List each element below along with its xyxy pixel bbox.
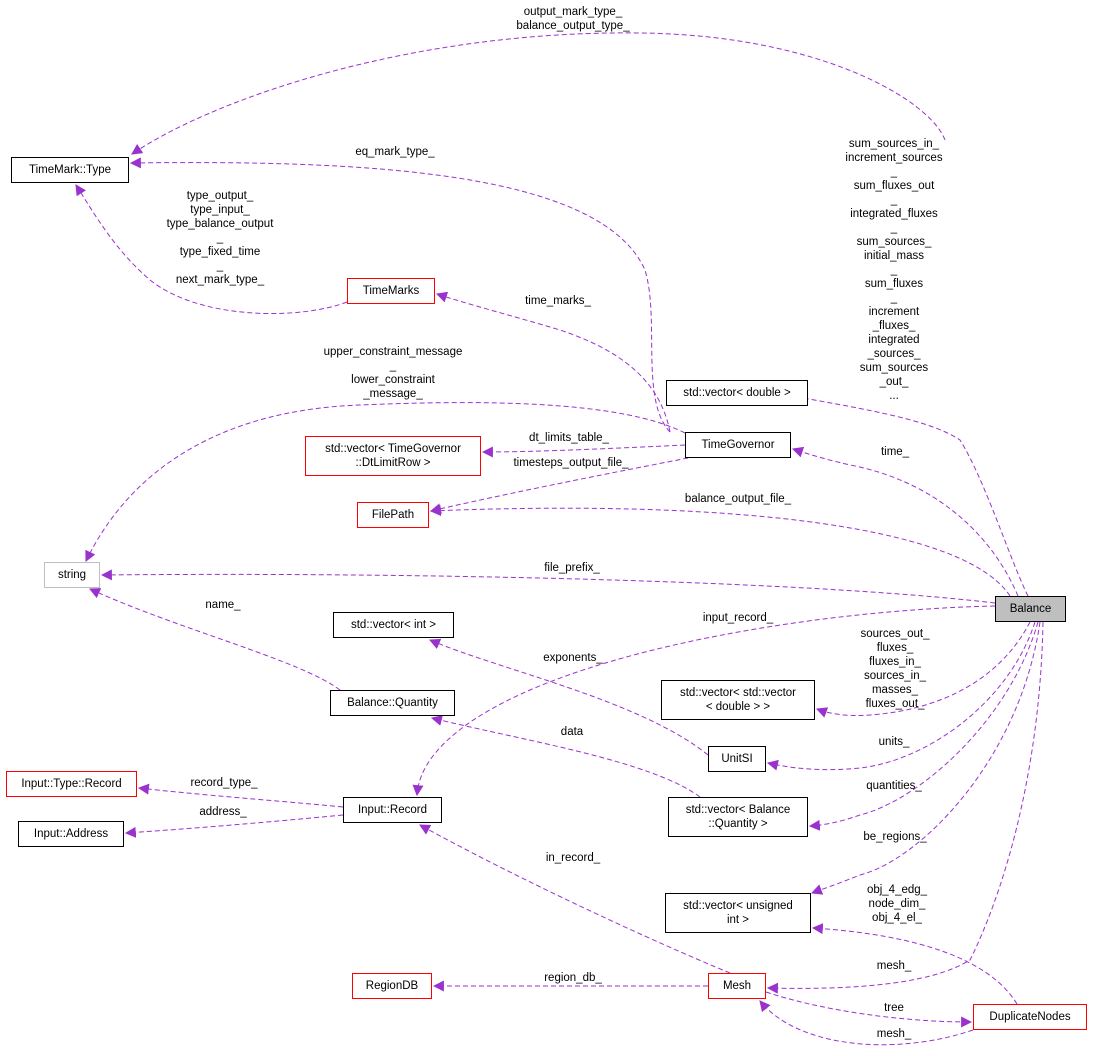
- edge-obj-4-edg: [811, 923, 1018, 1005]
- edge-input-record: [412, 605, 996, 797]
- node-label: std::vector< double >: [683, 387, 791, 399]
- edge-label-obj-4-edg: obj_4_edg_ node_dim_ obj_4_el_: [866, 884, 928, 924]
- node-regiondb[interactable]: RegionDB: [352, 973, 432, 999]
- node-label: DuplicateNodes: [989, 1011, 1071, 1023]
- node-label: Input::Type::Record: [21, 778, 122, 790]
- node-vector-dtlimitrow[interactable]: std::vector< TimeGovernor ::DtLimitRow >: [305, 436, 481, 476]
- node-vector-int[interactable]: std::vector< int >: [333, 612, 454, 638]
- edge-label-record-type: record_type_: [190, 777, 258, 789]
- edge-label-eq-mark-type: eq_mark_type_: [355, 146, 435, 158]
- edge-label-be-regions: be_regions_: [863, 831, 927, 843]
- node-label: Balance: [1009, 603, 1052, 615]
- edge-label-dt-limits-table: dt_limits_table_: [529, 432, 609, 444]
- node-label: std::vector< std::vector < double > >: [679, 687, 796, 713]
- edge-eq-mark-type: [129, 157, 671, 433]
- edge-label-units: units_: [878, 736, 910, 748]
- node-input-record[interactable]: Input::Record: [343, 797, 442, 823]
- node-label: TimeGovernor: [701, 439, 775, 451]
- node-label: std::vector< int >: [350, 619, 436, 631]
- node-vector-unsigned-int[interactable]: std::vector< unsigned int >: [665, 893, 811, 933]
- edge-label-mesh-1: mesh_: [876, 960, 912, 972]
- edge-label-file-prefix: file_prefix_: [544, 562, 600, 574]
- edge-label-address: address_: [199, 806, 247, 818]
- node-label: UnitSI: [721, 753, 753, 765]
- node-label: Input::Address: [33, 828, 109, 840]
- edge-label-mesh-2: mesh_: [876, 1028, 912, 1040]
- node-label: std::vector< TimeGovernor ::DtLimitRow >: [325, 443, 461, 469]
- node-input-type-record[interactable]: Input::Type::Record: [6, 771, 137, 797]
- edge-sources-out: [815, 621, 1031, 718]
- node-balance-quantity[interactable]: Balance::Quantity: [330, 690, 455, 716]
- node-label: string: [57, 569, 87, 581]
- edge-label-exponents: exponents_: [543, 652, 603, 664]
- edge-mesh-2: [759, 1000, 974, 1046]
- node-string[interactable]: string: [44, 562, 100, 588]
- node-vector-double[interactable]: std::vector< double >: [666, 380, 808, 406]
- node-mesh[interactable]: Mesh: [708, 973, 766, 999]
- node-label: FilePath: [371, 509, 415, 521]
- node-label: Mesh: [722, 980, 752, 992]
- edge-type-output: [75, 184, 348, 315]
- node-vector-balance-quantity[interactable]: std::vector< Balance ::Quantity >: [668, 797, 808, 837]
- edge-be-regions: [810, 621, 1041, 895]
- edge-timesteps-output-file: [429, 457, 689, 515]
- node-timegovernor[interactable]: TimeGovernor: [685, 432, 791, 458]
- edge-file-prefix: [100, 569, 996, 604]
- edge-label-time-marks: time_marks_: [525, 295, 591, 307]
- node-label: RegionDB: [365, 980, 419, 992]
- edge-label-time: time_: [880, 446, 910, 458]
- edge-label-quantities: quantities_: [866, 780, 922, 792]
- edge-address: [124, 814, 344, 838]
- edge-label-sources-out: sources_out_ fluxes_ fluxes_in_ sources_…: [860, 628, 930, 710]
- node-label: TimeMarks: [362, 285, 420, 297]
- edge-constraint-message: [85, 402, 686, 562]
- edge-balance-output-file: [429, 505, 1011, 597]
- edge-tree: [765, 991, 973, 1028]
- node-timemarks[interactable]: TimeMarks: [347, 278, 435, 304]
- node-unitsi[interactable]: UnitSI: [708, 746, 766, 772]
- node-label: Input::Record: [357, 804, 428, 816]
- edge-quantities: [808, 621, 1039, 831]
- edge-label-tree: tree: [884, 1002, 904, 1014]
- edge-label-output-mark-type: output_mark_type_ balance_output_type_: [516, 6, 630, 32]
- edge-label-balance-output-file: balance_output_file_: [684, 493, 792, 505]
- edge-units: [766, 621, 1036, 771]
- edge-dt-limits-table: [481, 444, 686, 458]
- node-label: std::vector< unsigned int >: [683, 900, 793, 926]
- edge-sum-sources: [790, 392, 1029, 597]
- node-filepath[interactable]: FilePath: [357, 502, 429, 528]
- edge-label-input-record: input_record_: [702, 612, 774, 624]
- edge-label-type-output: type_output_ type_input_ type_balance_ou…: [166, 190, 274, 286]
- node-input-address[interactable]: Input::Address: [18, 821, 124, 847]
- edge-label-name: name_: [205, 599, 241, 611]
- edge-time: [791, 446, 1019, 597]
- edge-label-in-record: in_record_: [545, 852, 601, 864]
- edge-record-type: [137, 783, 344, 808]
- node-timemark-type[interactable]: TimeMark::Type: [11, 157, 129, 183]
- node-label: Balance::Quantity: [347, 697, 438, 709]
- edge-name: [88, 588, 341, 691]
- edge-in-record: [419, 824, 731, 974]
- edge-output-mark-type: [131, 32, 946, 155]
- edge-mesh-1: [766, 621, 1044, 994]
- edge-label-sum-sources: sum_sources_in_ increment_sources _ sum_…: [845, 138, 943, 402]
- node-duplicatenodes[interactable]: DuplicateNodes: [973, 1004, 1087, 1030]
- edge-time-marks: [435, 291, 671, 433]
- node-label: TimeMark::Type: [28, 164, 111, 176]
- edge-exponents: [428, 638, 709, 756]
- node-balance[interactable]: Balance: [995, 596, 1066, 622]
- edge-label-data: data: [560, 726, 584, 738]
- edge-data: [430, 715, 701, 798]
- edge-label-region-db: region_db_: [544, 972, 602, 984]
- edge-label-timesteps-output-file: timesteps_output_file_: [513, 457, 629, 469]
- node-label: std::vector< Balance ::Quantity >: [685, 804, 791, 830]
- edge-label-constraint-message: upper_constraint_message _ lower_constra…: [323, 346, 463, 400]
- node-vector-vector-double[interactable]: std::vector< std::vector < double > >: [661, 680, 815, 720]
